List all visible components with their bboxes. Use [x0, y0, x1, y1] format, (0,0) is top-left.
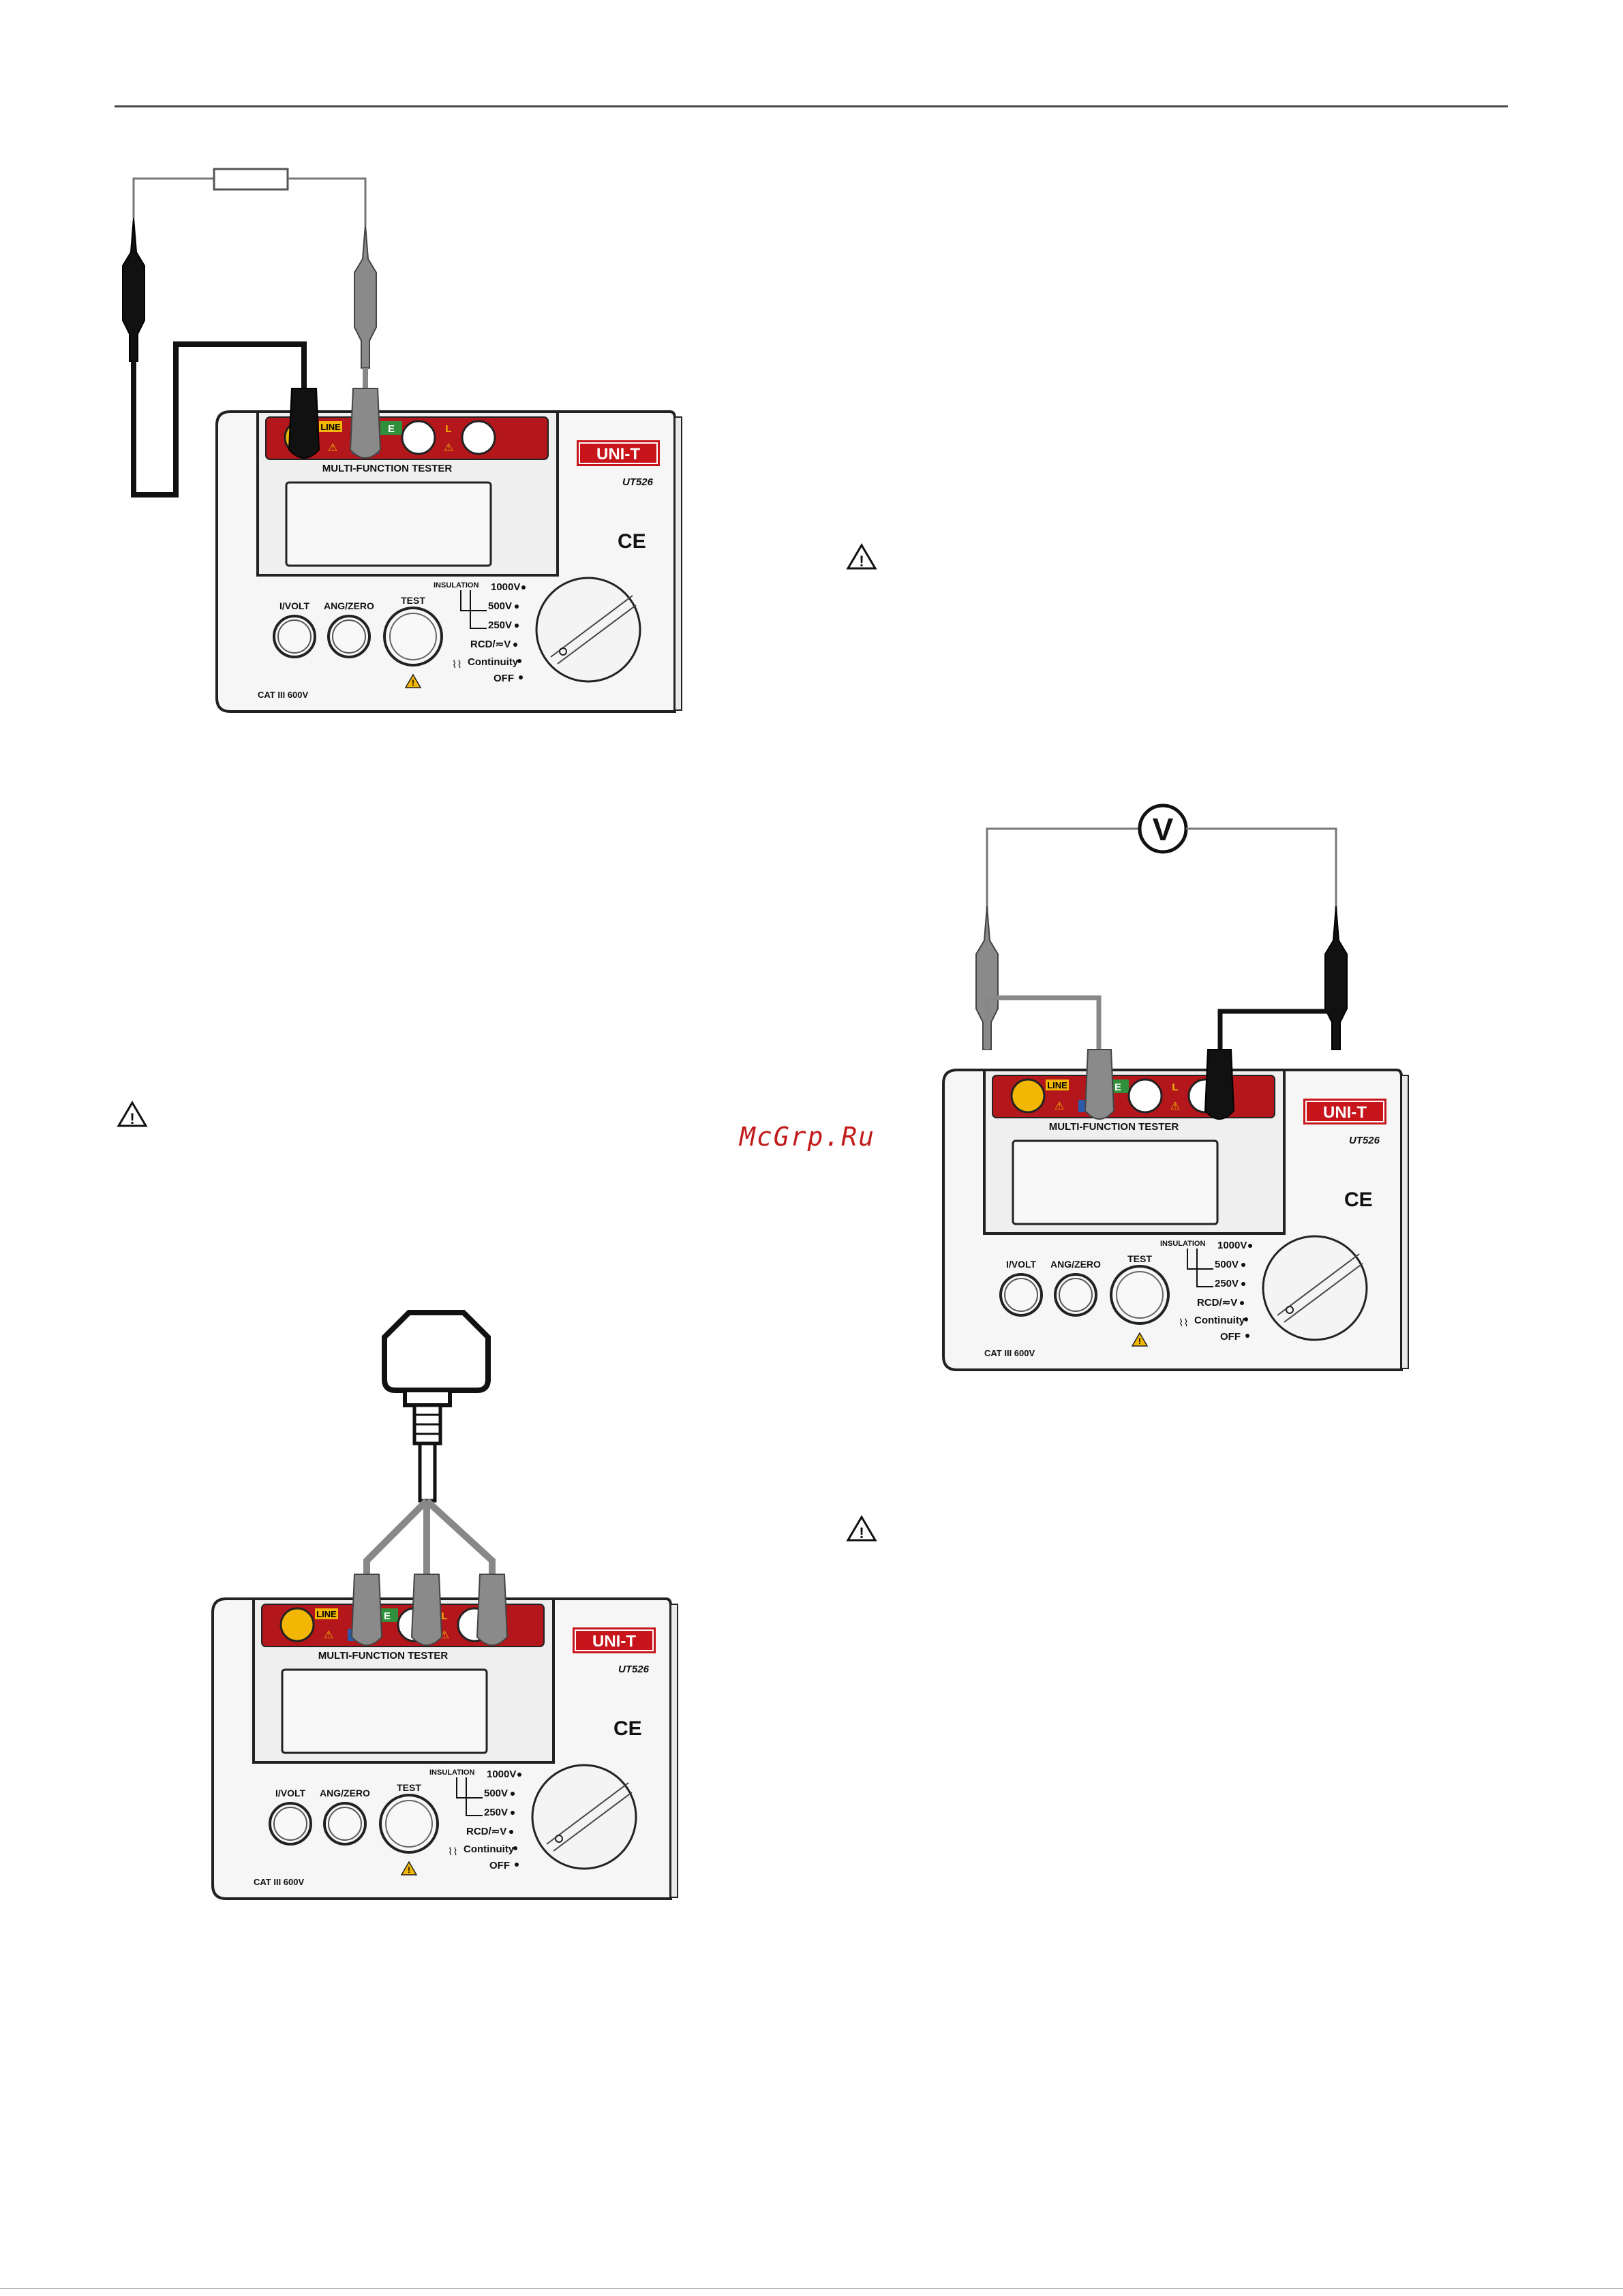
- black-plug: [289, 388, 319, 458]
- figure-plug-test: [213, 1313, 678, 1899]
- watermark-text: McGrp.Ru: [740, 1122, 875, 1152]
- tester-device: [943, 1070, 1408, 1370]
- mains-plug: [384, 1313, 488, 1390]
- warning-icon: !: [848, 545, 875, 570]
- svg-text:!: !: [130, 1110, 134, 1127]
- grey-plug: [477, 1574, 507, 1645]
- tester-device: [217, 412, 682, 711]
- warning-icon: !: [848, 1517, 875, 1542]
- grey-plug: [350, 388, 380, 458]
- grey-test-probe: [354, 225, 376, 368]
- grey-plug: [412, 1574, 442, 1645]
- warning-icon: !: [119, 1103, 146, 1127]
- resistor: [214, 169, 288, 189]
- svg-text:!: !: [859, 553, 864, 570]
- figure-voltage-test: V: [943, 806, 1408, 1370]
- svg-text:!: !: [859, 1525, 864, 1542]
- grey-plug: [1085, 1050, 1114, 1119]
- tester-device: [213, 1599, 678, 1899]
- figure-resistor-test: [123, 169, 682, 711]
- black-plug: [1205, 1050, 1234, 1119]
- black-test-probe: [123, 218, 145, 361]
- grey-plug: [352, 1574, 382, 1645]
- voltmeter-label: V: [1153, 812, 1174, 847]
